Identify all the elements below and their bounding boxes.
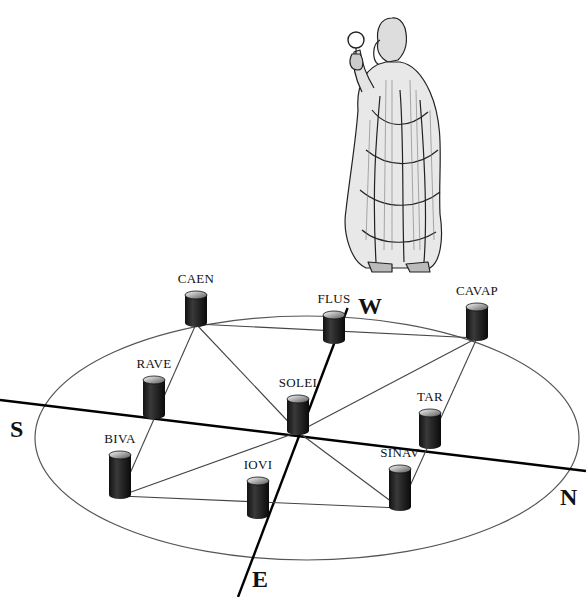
compass-letter: N xyxy=(560,484,577,510)
pillar-label: TAR xyxy=(417,389,443,404)
sight-line xyxy=(120,432,298,496)
pillar xyxy=(142,375,166,420)
sight-line xyxy=(298,432,400,508)
robed-figure xyxy=(345,18,441,272)
pillar-label: BIVA xyxy=(104,431,135,446)
pillar-node: SINAV xyxy=(378,445,422,512)
sight-line xyxy=(400,338,477,508)
pillar xyxy=(465,302,489,342)
pillar-node: SOLEI xyxy=(277,375,320,436)
pillar xyxy=(388,464,412,512)
west-east-axis xyxy=(238,308,348,597)
pillar xyxy=(246,476,270,520)
pillar-node: BIVA xyxy=(102,431,138,500)
pillar-node: CAEN xyxy=(176,271,217,328)
pillar-node: CAVAP xyxy=(454,283,501,342)
sight-line xyxy=(298,338,477,432)
pillar-node: IOVI xyxy=(242,457,275,520)
pillar-node: RAVE xyxy=(135,356,174,420)
pillar-label: CAEN xyxy=(178,271,215,286)
sight-line xyxy=(120,324,196,496)
pillar-label: RAVE xyxy=(137,356,172,371)
pillar-node: FLUS xyxy=(316,291,353,345)
pillar-label: SINAV xyxy=(380,445,420,460)
pillar-node: TAR xyxy=(415,389,445,450)
pillar xyxy=(322,310,346,345)
pillar xyxy=(418,408,442,450)
pillar-label: FLUS xyxy=(318,291,351,306)
south-north-axis xyxy=(0,400,586,471)
pillar-label: IOVI xyxy=(244,457,273,472)
compass-letter: E xyxy=(252,566,268,592)
pillar xyxy=(184,290,208,328)
pillar-label: CAVAP xyxy=(456,283,498,298)
pillar xyxy=(286,394,310,436)
compass-letter: W xyxy=(358,293,382,319)
pillar-label: SOLEI xyxy=(279,375,317,390)
pillar xyxy=(108,450,132,500)
compass-letter: S xyxy=(10,416,23,442)
